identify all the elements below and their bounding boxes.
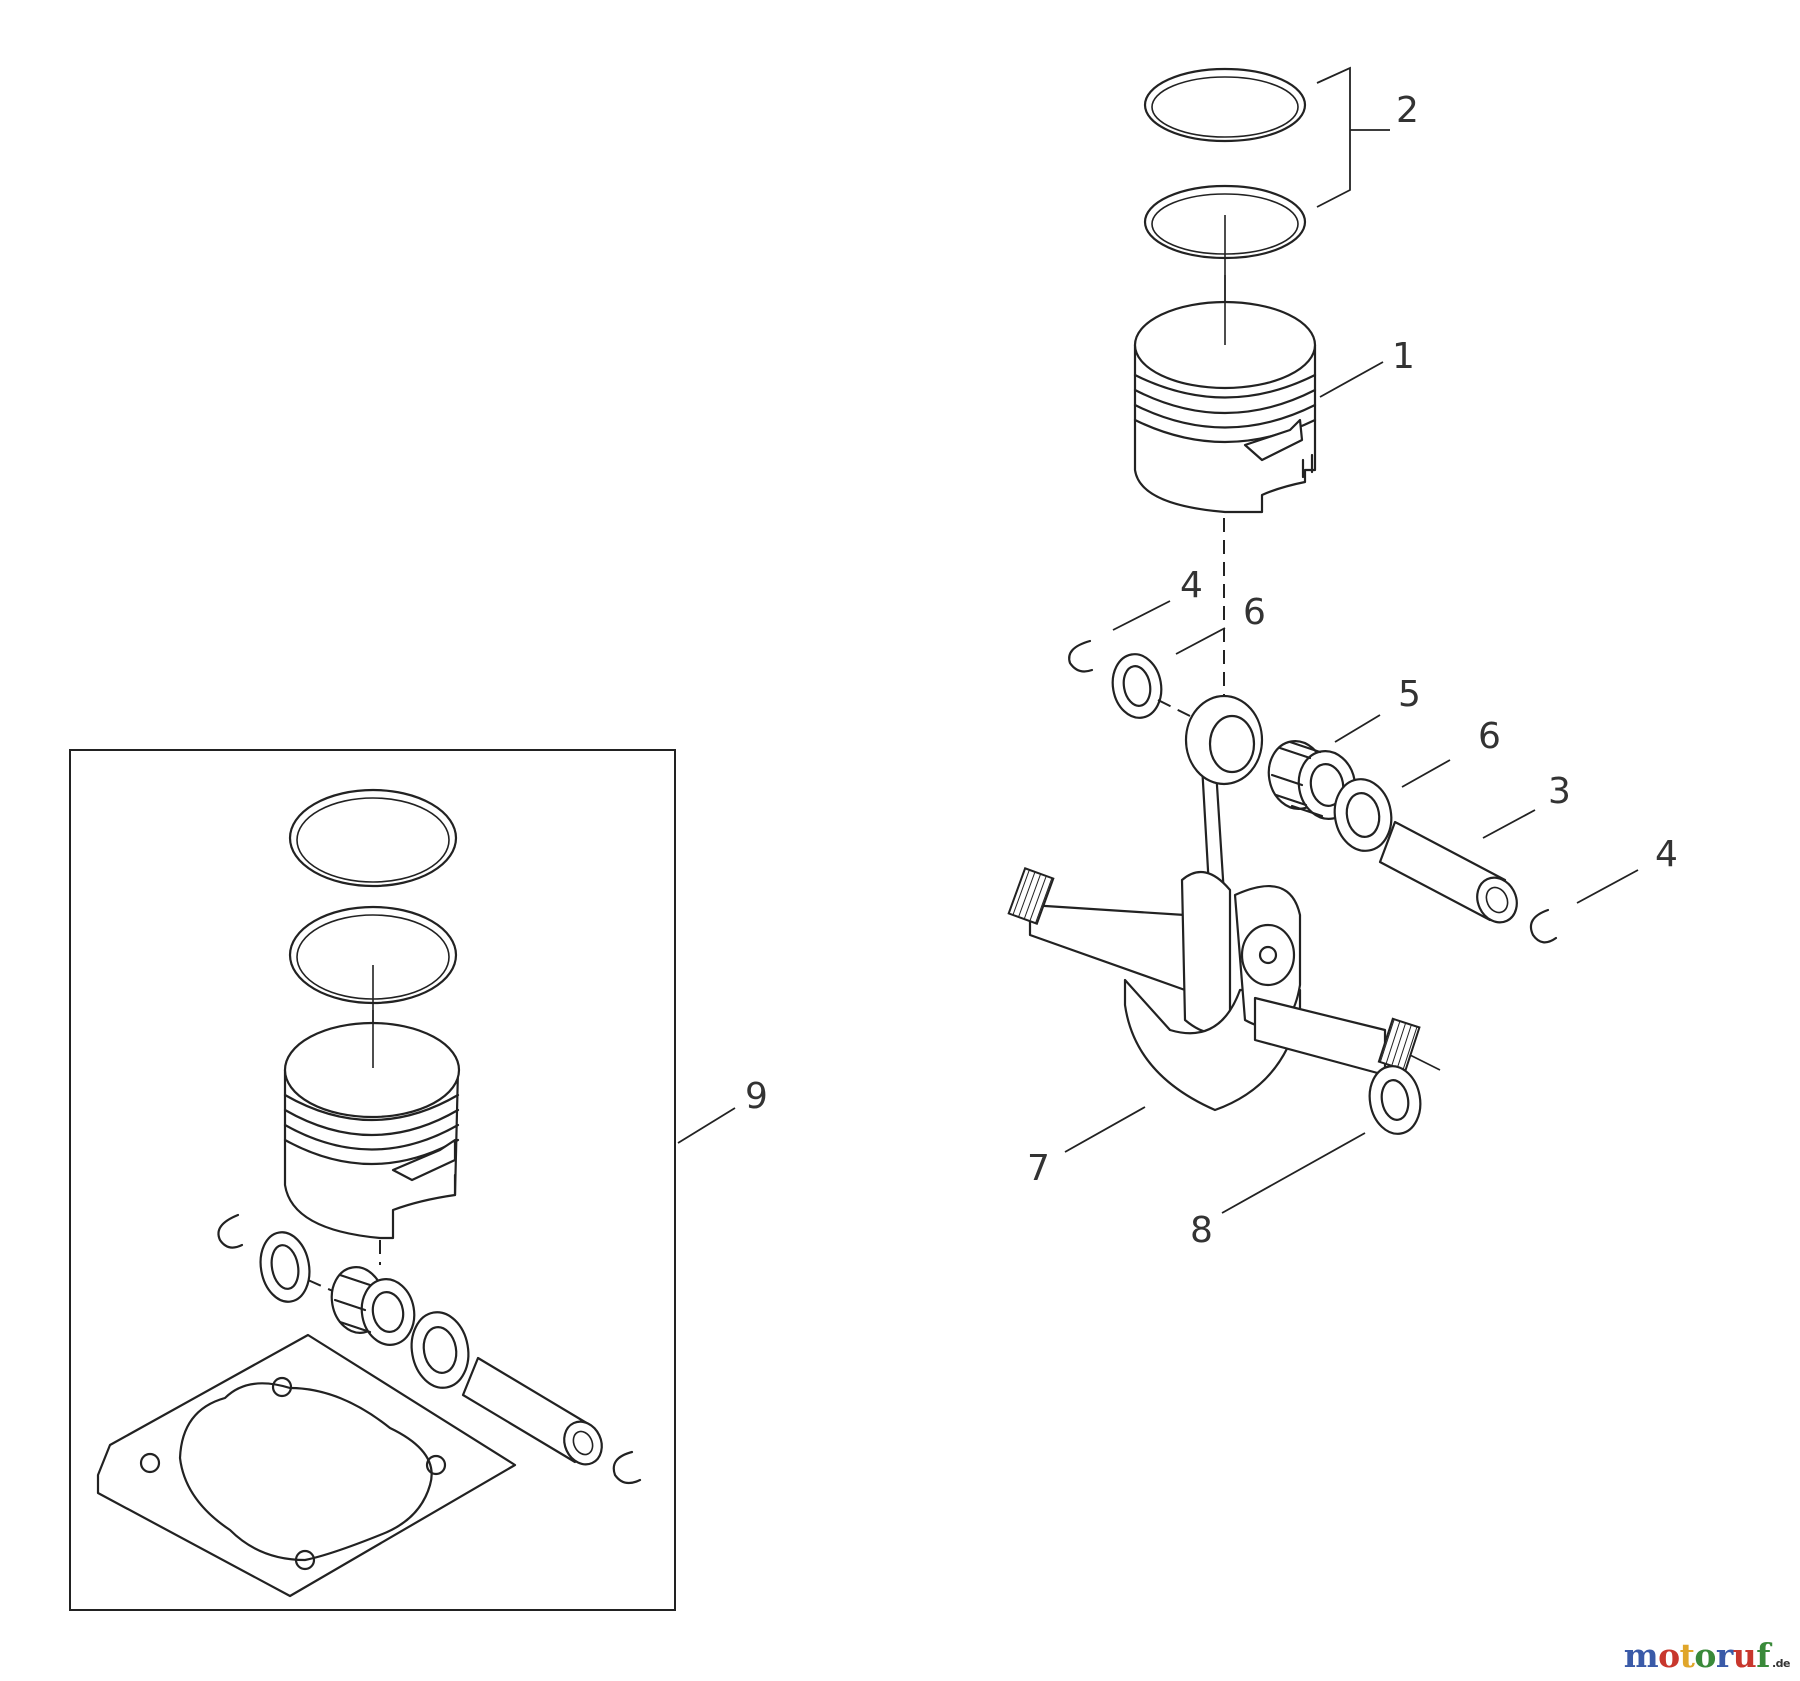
kit-piston-ring-upper — [288, 788, 458, 888]
callout-1: 1 — [1392, 336, 1415, 377]
pin-axis-dashed — [1157, 699, 1191, 717]
callout-6: 6 — [1243, 592, 1266, 633]
leader-7 — [1064, 1106, 1146, 1153]
washer-left — [1111, 653, 1163, 719]
kit-frame — [69, 749, 676, 1611]
axis-line-8 — [1409, 1054, 1441, 1071]
callout-4: 4 — [1180, 565, 1203, 606]
motoruf-watermark: motoruf.de — [1623, 1636, 1791, 1675]
callout-2: 2 — [1396, 90, 1419, 131]
leader-4a — [1112, 600, 1171, 631]
piston-pin — [1378, 820, 1518, 924]
kit-needle-bearing — [330, 1266, 416, 1346]
piston-ring-upper — [1143, 67, 1307, 143]
circlip-left — [1068, 639, 1094, 673]
circlip-right — [1529, 908, 1558, 944]
kit-piston-pin — [461, 1356, 603, 1466]
leader-3 — [1482, 809, 1536, 839]
leader-9 — [677, 1107, 736, 1144]
kit-washer-left — [259, 1231, 311, 1303]
kit-piston — [283, 1010, 461, 1240]
watermark-letter: o — [1694, 1636, 1716, 1675]
leader-5 — [1334, 714, 1381, 743]
watermark-letter: u — [1732, 1636, 1757, 1675]
watermark-letter: r — [1715, 1636, 1733, 1675]
leader-4b — [1576, 869, 1639, 904]
crank-washer — [1368, 1065, 1422, 1135]
callout-6: 6 — [1478, 716, 1501, 757]
watermark-letter: f — [1756, 1636, 1770, 1675]
watermark-tld: .de — [1771, 1657, 1791, 1670]
callout-3: 3 — [1548, 771, 1571, 812]
watermark-letter: m — [1623, 1636, 1659, 1675]
callout-5: 5 — [1398, 674, 1421, 715]
kit-circlip-right — [612, 1450, 642, 1485]
washer-right — [1333, 778, 1393, 852]
connecting-rod — [1184, 694, 1264, 912]
leader-6a — [1175, 627, 1226, 655]
watermark-letter: o — [1658, 1636, 1680, 1675]
leader-6b — [1401, 759, 1451, 788]
piston — [1133, 275, 1317, 514]
leader-1 — [1319, 361, 1384, 398]
kit-circlip-left — [217, 1213, 244, 1249]
callout-4: 4 — [1655, 834, 1678, 875]
callout-9: 9 — [745, 1076, 768, 1117]
callout-7: 7 — [1027, 1148, 1050, 1189]
kit-gasket — [96, 1333, 517, 1598]
leader-2 — [1316, 66, 1390, 208]
crankshaft — [1007, 867, 1421, 1112]
callout-8: 8 — [1190, 1210, 1213, 1251]
kit-washer-right — [410, 1311, 470, 1389]
watermark-letter: t — [1679, 1636, 1695, 1675]
kit-pin-axis — [307, 1279, 336, 1293]
leader-8 — [1221, 1132, 1366, 1214]
